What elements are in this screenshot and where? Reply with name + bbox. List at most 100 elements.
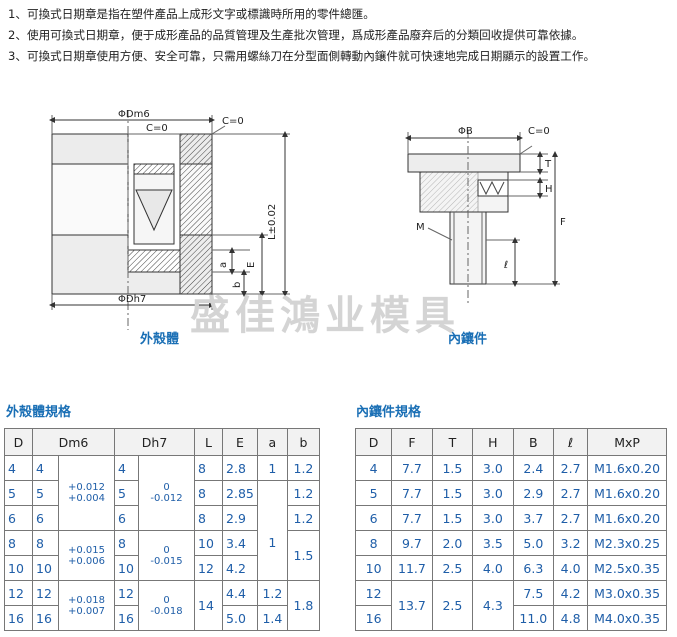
tol-dh7: 0-0.015 xyxy=(138,530,196,581)
cell: 6 xyxy=(32,505,59,531)
cell: 8 xyxy=(194,505,224,531)
technical-drawing: ΦDm6 C=0 C=0 L±0.02 E a b ΦDh7 xyxy=(49,109,566,330)
cell: 4 xyxy=(114,455,140,481)
table-row: 4 4 +0.012+0.004 4 0-0.012 8 2.8 1 1.2 xyxy=(4,455,321,531)
cell: 10 xyxy=(354,555,393,581)
cell: 8 xyxy=(114,530,140,556)
cell: 6.3 xyxy=(512,555,555,581)
insert-table-title: 內鑲件規格 xyxy=(356,405,422,420)
table-row: 5 7.7 1.5 3.0 2.9 2.7 M1.6x0.20 xyxy=(354,480,667,506)
cell: 8 xyxy=(194,455,224,481)
col-header: Dm6 xyxy=(31,428,116,456)
cell: M1.6x0.20 xyxy=(587,480,667,506)
cell: 3.5 xyxy=(472,530,514,556)
tol-upper: 0 xyxy=(163,544,170,556)
tol-dm6: +0.015+0.006 xyxy=(57,530,116,581)
inner-caption: 內鑲件 xyxy=(448,332,488,347)
tol-lower: -0.012 xyxy=(150,493,183,504)
cell: 7.7 xyxy=(391,505,433,531)
cell: 3.2 xyxy=(553,530,589,556)
tol-dm6: +0.018+0.007 xyxy=(57,580,116,631)
label-dm6: ΦDm6 xyxy=(118,109,150,120)
table-row: 4 7.7 1.5 3.0 2.4 2.7 M1.6x0.20 xyxy=(354,455,667,481)
cell: 6 xyxy=(4,505,33,531)
cell: 4.2 xyxy=(222,555,258,581)
cell: 2.85 xyxy=(222,480,258,506)
cell: 2.0 xyxy=(431,530,474,556)
note-1: 1、可換式日期章是指在塑件產品上成形文字或標識時所用的零件總匯。 xyxy=(8,7,375,21)
cell: 1.2 xyxy=(286,480,321,506)
table-row: 10 10 10 12 4.2 xyxy=(4,555,320,581)
cell: 2.9 xyxy=(222,505,258,531)
cell: 1.5 xyxy=(431,480,474,506)
label-m: M xyxy=(416,222,425,233)
cell: 5 xyxy=(354,480,393,506)
col-header: Dh7 xyxy=(114,428,196,456)
table-row: 6 7.7 1.5 3.0 3.7 2.7 M1.6x0.20 xyxy=(354,505,667,531)
label-dh7: ΦDh7 xyxy=(118,294,146,305)
cell: 4.0 xyxy=(472,555,514,581)
cell: 1.2 xyxy=(256,580,288,606)
cell: 8 xyxy=(354,530,393,556)
cell: 11.0 xyxy=(512,605,555,631)
cell: M2.5x0.35 xyxy=(587,555,667,581)
cell: 3.4 xyxy=(222,530,258,556)
tol-lower: -0.015 xyxy=(150,555,183,567)
cell: 2.5 xyxy=(431,580,474,631)
cell: 1.5 xyxy=(431,455,474,481)
cell: 10 xyxy=(194,530,224,556)
label-a: a xyxy=(218,262,229,268)
label-insert-c0: C=0 xyxy=(528,126,550,137)
cell: 3.0 xyxy=(472,480,514,506)
cell: 4.2 xyxy=(553,580,589,606)
label-b: b xyxy=(232,282,243,288)
cell: 8 xyxy=(4,530,33,556)
table-row: 16 11.0 4.8 M4.0x0.35 xyxy=(354,605,667,631)
tol-upper: 0 xyxy=(163,482,170,493)
cell: 2.8 xyxy=(222,455,258,481)
cell: 2.7 xyxy=(553,480,589,506)
cell xyxy=(256,480,288,506)
cell: 4 xyxy=(354,455,393,481)
cell: 4.4 xyxy=(222,580,258,606)
col-header: L xyxy=(194,428,224,456)
cell: 12 xyxy=(4,580,33,606)
tol-upper: +0.015 xyxy=(68,544,106,556)
inner-insert-drawing: ΦB C=0 T H F ℓ M xyxy=(405,126,566,305)
tol-dm6: +0.012+0.004 xyxy=(57,455,116,531)
label-t: T xyxy=(544,159,552,170)
cell: M4.0x0.35 xyxy=(587,605,667,631)
table-row: 12 13.7 2.5 4.3 7.5 4.2 M3.0x0.35 xyxy=(354,580,667,631)
col-header: B xyxy=(512,428,555,456)
cell: 5 xyxy=(32,480,59,506)
tol-lower: +0.007 xyxy=(68,605,106,617)
cell: 4 xyxy=(4,455,33,481)
cell: 16 xyxy=(32,605,59,631)
insert-header-row: D F T H B ℓ MxP xyxy=(354,428,667,456)
cell: 16 xyxy=(114,605,140,631)
col-header: MxP xyxy=(587,428,667,456)
insert-spec-table: D F T H B ℓ MxP 4 7.7 1.5 3.0 2.4 2.7 M1… xyxy=(354,428,667,631)
shell-spec-table: D Dm6 Dh7 L E a b 4 4 +0.012+0.004 4 0-0… xyxy=(4,428,321,631)
watermark: 盛佳鴻业模具 xyxy=(190,293,460,339)
cell: 5.0 xyxy=(222,605,258,631)
cell: 6 xyxy=(354,505,393,531)
cell: 16 xyxy=(354,605,393,631)
cell: 1.2 xyxy=(286,455,321,481)
cell: 4.8 xyxy=(553,605,589,631)
table-row: 12 12 +0.018+0.007 12 0-0.018 14 4.4 1.2… xyxy=(4,580,321,631)
col-header: D xyxy=(354,428,393,456)
cell: M1.6x0.20 xyxy=(587,505,667,531)
label-ell: ℓ xyxy=(504,260,508,271)
cell: 13.7 xyxy=(391,580,433,631)
cell: 2.7 xyxy=(553,505,589,531)
cell: 1.5 xyxy=(431,505,474,531)
cell: 6 xyxy=(114,505,140,531)
tol-lower: -0.018 xyxy=(150,605,183,617)
col-header: ℓ xyxy=(553,428,589,456)
cell: 2.7 xyxy=(553,455,589,481)
cell: 4 xyxy=(32,455,59,481)
cell: 12 xyxy=(194,555,224,581)
cell: 2.5 xyxy=(431,555,474,581)
outer-caption: 外殼體 xyxy=(140,332,180,347)
